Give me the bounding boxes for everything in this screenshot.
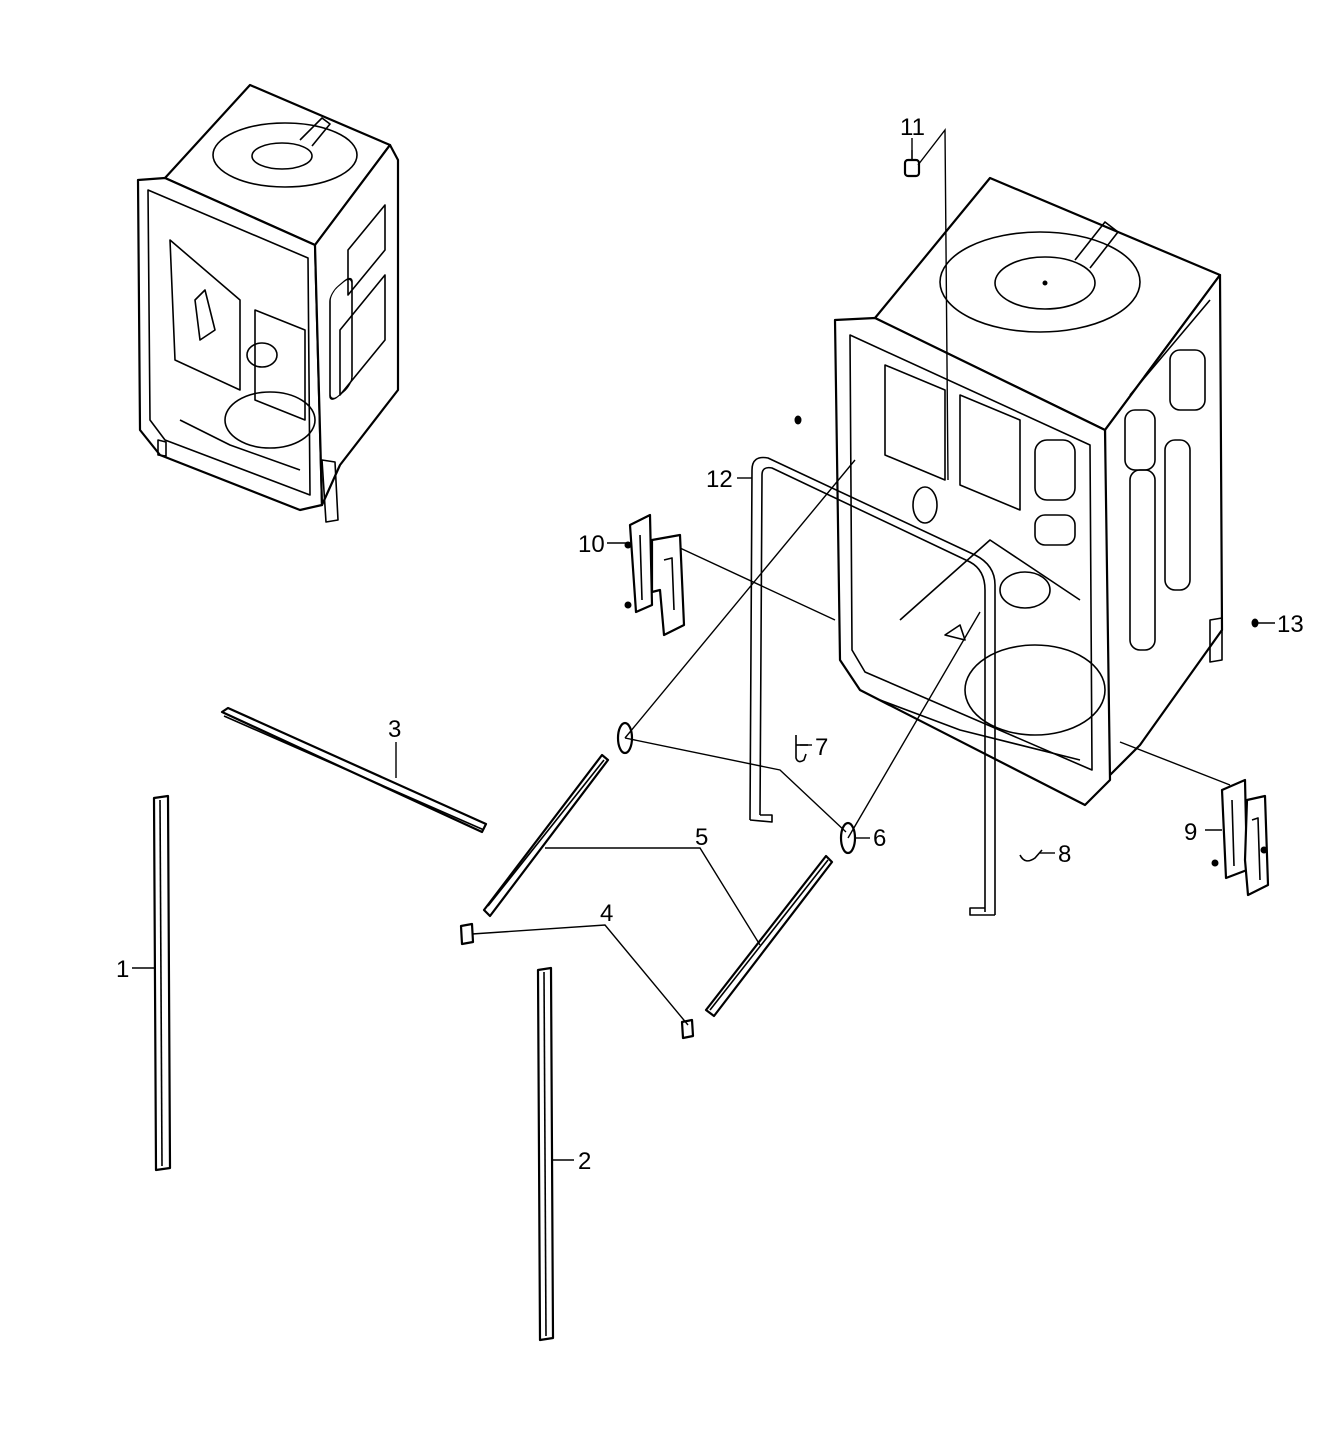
callout-7: 7 (815, 734, 828, 761)
callout-3: 3 (388, 716, 401, 743)
dot-12 (794, 415, 802, 425)
callout-9: 9 (1184, 819, 1197, 846)
callout-11: 11 (900, 114, 925, 141)
tub-assembly (833, 176, 1224, 807)
clip-4a (459, 922, 475, 946)
callout-5: 5 (695, 824, 708, 851)
callout-2: 2 (578, 1148, 591, 1175)
hook-8 (1019, 849, 1043, 862)
callout-10: 10 (578, 531, 605, 558)
hinge-bracket-left (624, 513, 686, 637)
callout-13: 13 (1277, 611, 1304, 638)
callout-8: 8 (1058, 841, 1071, 868)
callout-6: 6 (873, 825, 886, 852)
mounting-bracket-upper (482, 753, 610, 918)
callout-labels: 1 2 3 4 5 6 7 8 9 10 11 12 13 (116, 114, 1304, 1175)
callout-12: 12 (706, 466, 733, 493)
tub-assembly-reference (136, 83, 400, 523)
dot-13 (1251, 618, 1259, 628)
hook-7 (795, 735, 808, 763)
side-trim-right (536, 966, 555, 1342)
callout-1: 1 (116, 956, 129, 983)
hinge-bracket-right (1211, 778, 1270, 897)
leader-lines (132, 127, 1275, 1161)
callout-4: 4 (600, 900, 613, 927)
clip-4b (680, 1018, 695, 1040)
top-trim-strip (220, 706, 488, 834)
mounting-bracket-lower (704, 854, 834, 1018)
door-gasket (749, 456, 996, 916)
screw-11 (903, 150, 921, 178)
side-trim-left (152, 794, 172, 1172)
